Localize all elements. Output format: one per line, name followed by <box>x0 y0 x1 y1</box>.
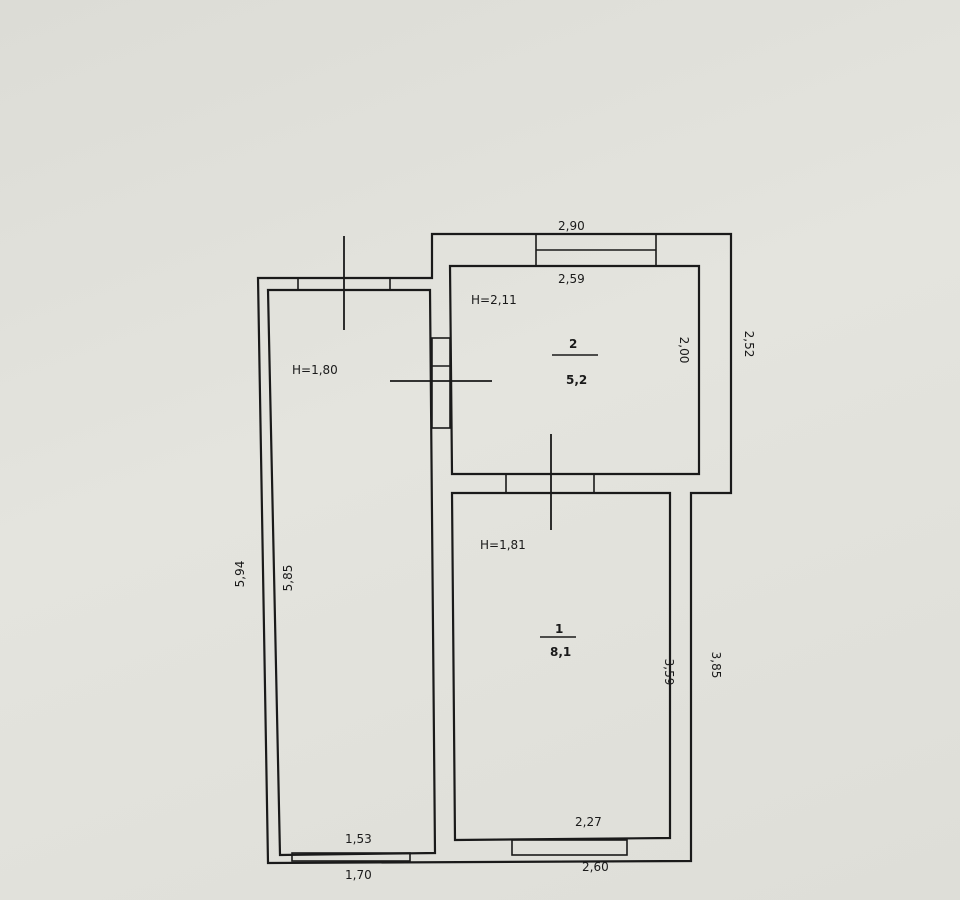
dim-bottom-left-outer: 1,70 <box>345 868 372 882</box>
dim-bottom-right-inner: 2,27 <box>575 815 602 829</box>
room-left-outline <box>266 288 437 857</box>
dim-left-outer: 5,94 <box>233 561 247 588</box>
dim-right-upper-outer: 2,52 <box>742 331 756 358</box>
room-1-number: 1 <box>555 622 563 636</box>
dim-right-upper-inner: 2,00 <box>677 337 691 364</box>
dim-right-lower-outer: 3,85 <box>709 652 723 679</box>
window-top <box>535 233 657 267</box>
room-1-outline <box>450 491 672 842</box>
window-bottom-right <box>511 839 628 856</box>
room-2-height: H=2,11 <box>471 293 517 307</box>
doorway-between-left-and-room-2 <box>431 337 451 429</box>
doorway-between-room-2-and-room-1 <box>505 473 595 494</box>
dim-bottom-left-inner: 1,53 <box>345 832 372 846</box>
room-left-height: H=1,80 <box>292 363 338 377</box>
room-1-height: H=1,81 <box>480 538 526 552</box>
window-left-top <box>297 278 391 290</box>
window-bottom-left <box>291 852 411 862</box>
dim-left-inner: 5,85 <box>281 565 295 592</box>
dim-top-outer: 2,90 <box>558 219 585 233</box>
dim-top-inner: 2,59 <box>558 272 585 286</box>
dim-bottom-right-outer: 2,60 <box>582 860 609 874</box>
room-2-number: 2 <box>569 337 577 351</box>
room-2-area: 5,2 <box>566 373 587 387</box>
room-1-area: 8,1 <box>550 645 571 659</box>
dim-right-lower-inner: 3,59 <box>662 659 676 686</box>
outer-wall <box>256 232 733 865</box>
